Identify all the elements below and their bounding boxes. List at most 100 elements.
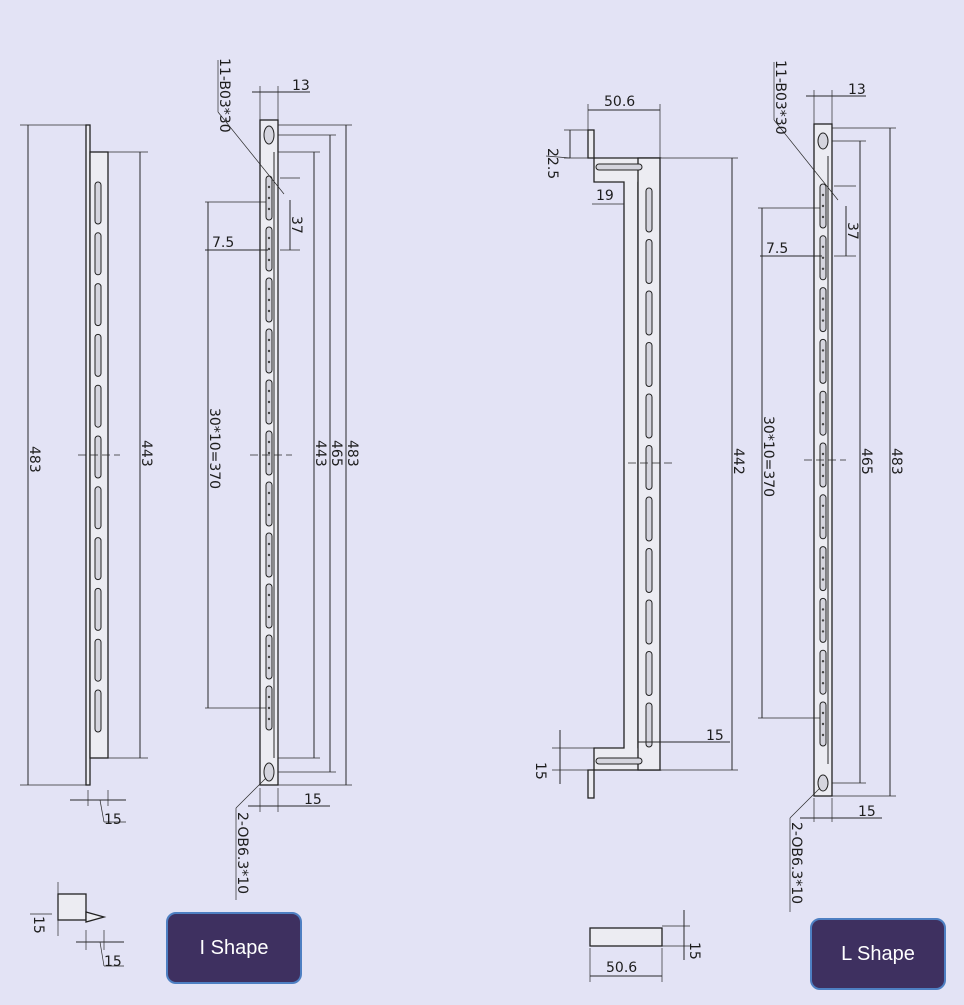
slot-dot [821, 256, 825, 259]
profile-15-label: 15 [104, 954, 122, 970]
slot-dot [267, 360, 271, 364]
slot [645, 290, 653, 336]
slot-dot [821, 463, 825, 467]
slot-dot [267, 615, 271, 619]
slot-dot [821, 360, 825, 363]
slot-dot [821, 474, 825, 478]
slot-dot [821, 193, 825, 197]
slot [94, 537, 102, 581]
slot-dot [821, 682, 825, 685]
slot [94, 587, 102, 631]
slot-dot [821, 556, 825, 559]
slot-dot [267, 298, 271, 302]
slot-dot [821, 608, 825, 611]
slot-dot [821, 504, 825, 507]
dim-22-5-label: 22.5 [544, 148, 560, 179]
slot [645, 496, 653, 542]
slot [94, 689, 102, 733]
dim-spacing-label: 30*10=370 [760, 416, 776, 497]
slot-dot [821, 578, 825, 581]
slot-dot [267, 502, 271, 506]
slot-dot [821, 204, 825, 208]
slot-dot [821, 722, 825, 726]
slot-dot [821, 515, 825, 518]
slot [645, 187, 653, 233]
slot [94, 232, 102, 276]
slot [645, 651, 653, 696]
slot [645, 445, 653, 490]
l-shape-side-view: 50.6 22.5 19 442 15 15 [532, 94, 746, 799]
dim-15-right-label: 15 [706, 728, 724, 744]
slot-dot [821, 423, 825, 426]
top-mount-hole [263, 125, 275, 145]
slot-dot [267, 717, 271, 721]
slot-dot [821, 319, 825, 322]
slot-dot [267, 706, 271, 710]
slot-dot [267, 207, 271, 211]
dim-465-label: 465 [858, 448, 874, 475]
slot-dot [821, 297, 825, 300]
slot [94, 283, 102, 327]
dim-7-5-label: 7.5 [766, 241, 788, 257]
slot-dot [821, 245, 825, 248]
l-shape-button[interactable]: L Shape [810, 918, 946, 990]
hole-bottom-callout: 2-OB6.3*10 [234, 812, 250, 894]
slot-dot [821, 401, 825, 404]
slot-dot [267, 513, 271, 517]
slot-dot [267, 349, 271, 353]
slot-dot [267, 542, 271, 546]
slot-dot [267, 451, 271, 455]
dim-13-label: 13 [292, 78, 310, 94]
slot-dot [267, 411, 271, 415]
slot-dot [267, 604, 271, 608]
slot-dot [821, 526, 825, 529]
dim-spacing-label: 30*10=370 [206, 408, 222, 489]
slot-dot [267, 196, 271, 200]
slot-dot [821, 452, 825, 456]
hole-bottom-callout: 2-OB6.3*10 [788, 822, 804, 904]
slot-dot [267, 309, 271, 313]
dim-483-label: 483 [344, 440, 360, 467]
hole-top-callout: 11-B03*30 [772, 60, 788, 135]
slot-dot [267, 593, 271, 597]
slot [94, 435, 102, 479]
l-shape-front-view: 13 11-B03*30 37 7.5 30*10=370 465 483 15 [758, 60, 904, 912]
profile-block [589, 927, 663, 947]
dim-483-label: 483 [888, 448, 904, 475]
slot [94, 181, 102, 225]
slot [645, 393, 653, 439]
slot-dot [821, 308, 825, 311]
slot-dot [267, 564, 271, 568]
slot-dot [267, 440, 271, 444]
slot-group [265, 175, 273, 731]
slot-dot [267, 462, 271, 466]
slot-dot [821, 215, 825, 219]
slot-dot [267, 695, 271, 699]
top-mount-hole [817, 132, 829, 150]
slot-dot [267, 287, 271, 291]
i-shape-side-view: 483 443 15 [20, 124, 154, 828]
dim-443-label: 443 [138, 440, 154, 467]
slot [645, 239, 653, 284]
slot-dot [821, 711, 825, 715]
dim-37-label: 37 [844, 222, 860, 240]
slot-dot [267, 338, 271, 342]
i-shape-profile: 15 15 [30, 882, 124, 970]
dim-19-label: 19 [596, 188, 614, 204]
slot-dot [821, 619, 825, 622]
slot [645, 702, 653, 748]
dim-13-label: 13 [848, 82, 866, 98]
slot-dot [821, 371, 825, 374]
slot-dot [267, 644, 271, 648]
dim-7-5-label: 7.5 [212, 235, 234, 251]
slot-dot [267, 258, 271, 262]
i-shape-button[interactable]: I Shape [166, 912, 302, 984]
slot-dot [821, 630, 825, 633]
slot [645, 342, 653, 387]
dim-483-label: 483 [26, 446, 42, 473]
slot [94, 638, 102, 682]
bottom-mount-hole [263, 762, 275, 782]
slot-dot [267, 400, 271, 404]
dim-15-label: 15 [104, 812, 122, 828]
